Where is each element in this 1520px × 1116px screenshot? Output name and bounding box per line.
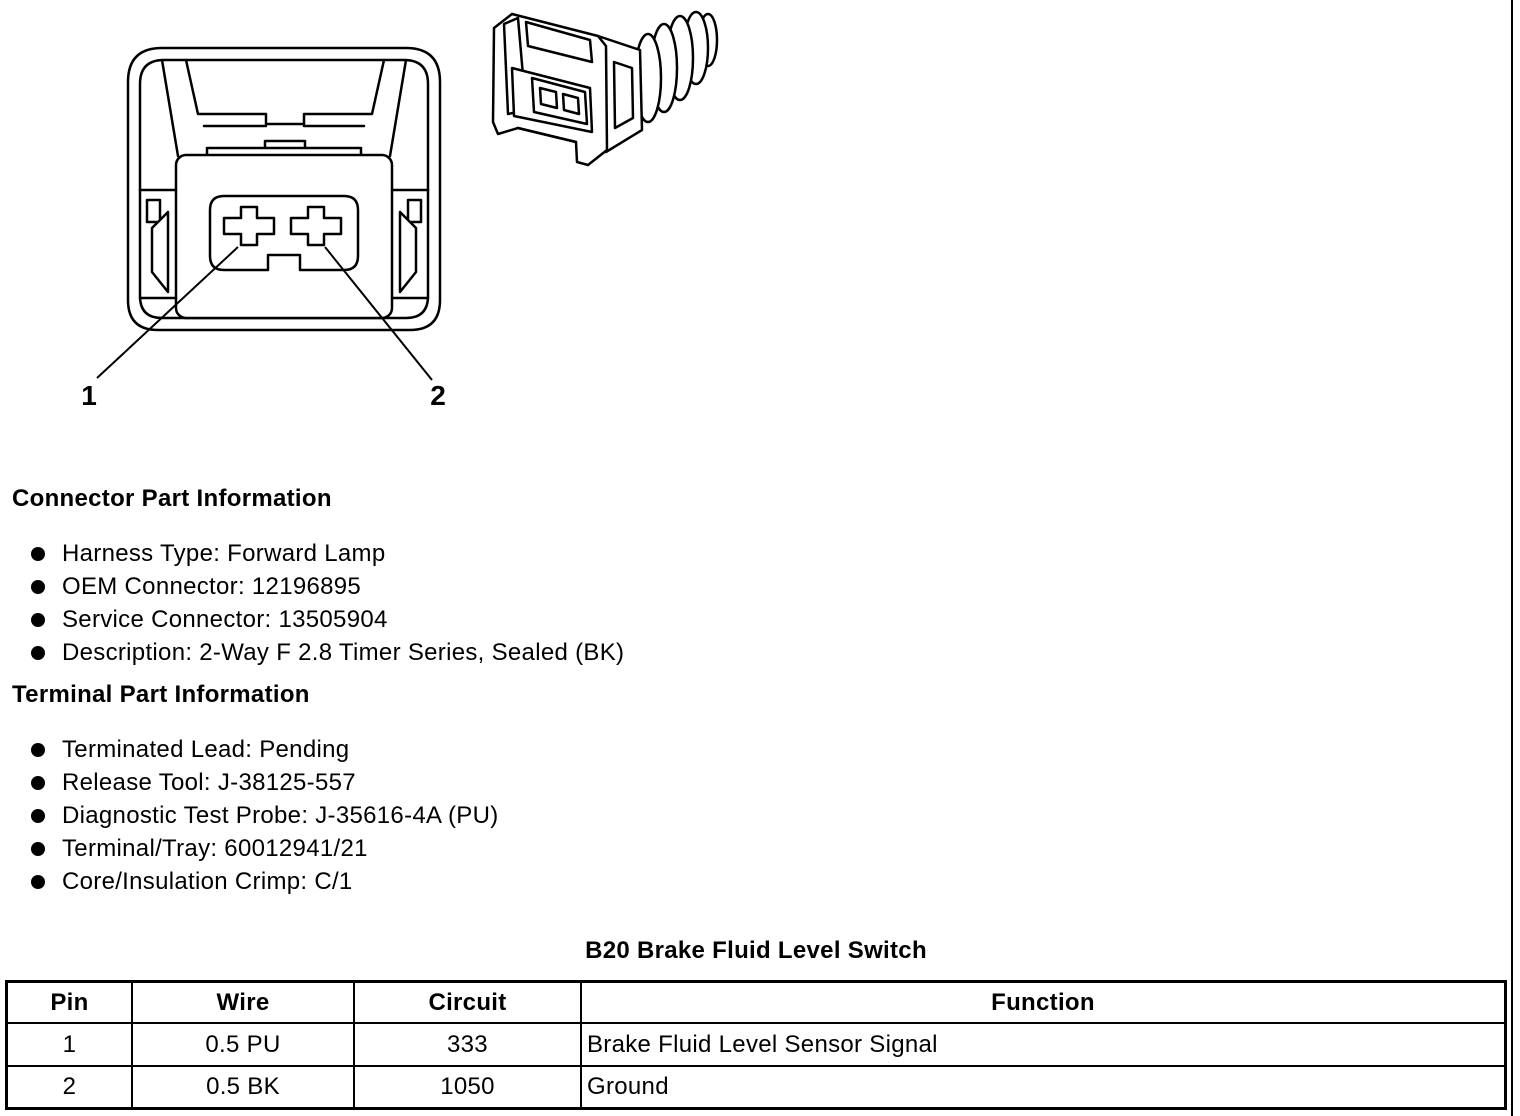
terminal-info-item-text: Terminal/Tray: 60012941/21 <box>62 835 368 862</box>
terminal-info-item-text: Terminated Lead: Pending <box>62 736 350 763</box>
side-lock-left-frame <box>138 188 178 300</box>
terminal-info-item-text: Core/Insulation Crimp: C/1 <box>62 868 353 895</box>
connector-info-item: Harness Type: Forward Lamp <box>0 542 624 575</box>
connector-info-item: Description: 2-Way F 2.8 Timer Series, S… <box>0 641 624 674</box>
connector-info-heading: Connector Part Information <box>12 485 332 512</box>
side-lock-left-ramp <box>150 210 170 294</box>
terminal-info-item: Release Tool: J-38125-557 <box>0 771 499 804</box>
latch-cage-right <box>388 58 408 158</box>
table-cell-wire: 0.5 PU <box>133 1024 355 1067</box>
connector-info-item-text: OEM Connector: 12196895 <box>62 573 362 600</box>
table-title: B20 Brake Fluid Level Switch <box>585 937 927 964</box>
bullet-icon <box>31 776 45 790</box>
table-header-pin: Pin <box>8 983 133 1024</box>
bullet-icon <box>31 743 45 757</box>
bullet-icon <box>31 580 45 594</box>
latch-cage-left <box>160 58 180 158</box>
terminal-info-item: Core/Insulation Crimp: C/1 <box>0 870 499 903</box>
terminal-info-item: Terminated Lead: Pending <box>0 738 499 771</box>
terminal-info-item-text: Diagnostic Test Probe: J-35616-4A (PU) <box>62 802 499 829</box>
terminal-pin-2 <box>289 205 343 247</box>
bullet-icon <box>31 809 45 823</box>
connector-3d-view <box>491 10 719 167</box>
side-lock-right-frame <box>390 188 430 300</box>
side-lock-right-window <box>406 198 423 224</box>
pin-1-label: 1 <box>81 380 97 411</box>
terminal-3d-2 <box>561 92 581 116</box>
bullet-icon <box>31 547 45 561</box>
housing-side-window <box>612 60 635 130</box>
terminal-pin-1 <box>222 205 276 247</box>
lower-lip <box>516 126 578 144</box>
side-lock-left-window <box>145 198 162 224</box>
bullet-icon <box>31 613 45 627</box>
terminal-3d-1 <box>538 86 559 110</box>
table-cell-pin: 2 <box>8 1067 133 1107</box>
connector-diagram: 1 2 <box>81 10 719 411</box>
bullet-icon <box>31 875 45 889</box>
table-cell-function: Ground <box>587 1073 669 1100</box>
table-header-circuit: Circuit <box>355 983 582 1024</box>
pin-1-leader-line <box>96 246 239 379</box>
terminal-info-item: Terminal/Tray: 60012941/21 <box>0 837 499 870</box>
side-lock-right-ramp <box>398 210 418 294</box>
terminal-info-list: Terminated Lead: Pending Release Tool: J… <box>0 738 499 903</box>
pin-2-leader-line <box>324 246 433 381</box>
table-header-function: Function <box>582 983 1504 1024</box>
connector-info-list: Harness Type: Forward Lamp OEM Connector… <box>0 542 624 674</box>
terminal-info-heading: Terminal Part Information <box>12 681 310 708</box>
terminal-info-item-text: Release Tool: J-38125-557 <box>62 769 356 796</box>
table-cell-pin: 1 <box>8 1024 133 1067</box>
table-cell-circuit: 1050 <box>355 1067 582 1107</box>
top-rim <box>524 20 594 64</box>
table-cell-function: Brake Fluid Level Sensor Signal <box>582 1024 1504 1067</box>
terminal-info-item: Diagnostic Test Probe: J-35616-4A (PU) <box>0 804 499 837</box>
connector-info-item: Service Connector: 13505904 <box>0 608 624 641</box>
locking-latch <box>184 58 386 126</box>
table-cell-circuit: 333 <box>355 1024 582 1067</box>
pin-2-label: 2 <box>430 380 446 411</box>
connector-info-item-text: Harness Type: Forward Lamp <box>62 540 386 567</box>
connector-info-item-text: Description: 2-Way F 2.8 Timer Series, S… <box>62 639 625 666</box>
connector-info-item-text: Service Connector: 13505904 <box>62 606 388 633</box>
bullet-icon <box>31 842 45 856</box>
page-right-border <box>1511 0 1513 1116</box>
table-header-wire: Wire <box>133 983 355 1024</box>
pinout-table: Pin Wire Circuit Function 1 0.5 PU 333 B… <box>5 980 1507 1110</box>
bullet-icon <box>31 646 45 660</box>
connector-info-item: OEM Connector: 12196895 <box>0 575 624 608</box>
connector-face-view: 1 2 <box>81 46 446 411</box>
table-cell-wire: 0.5 BK <box>133 1067 355 1107</box>
